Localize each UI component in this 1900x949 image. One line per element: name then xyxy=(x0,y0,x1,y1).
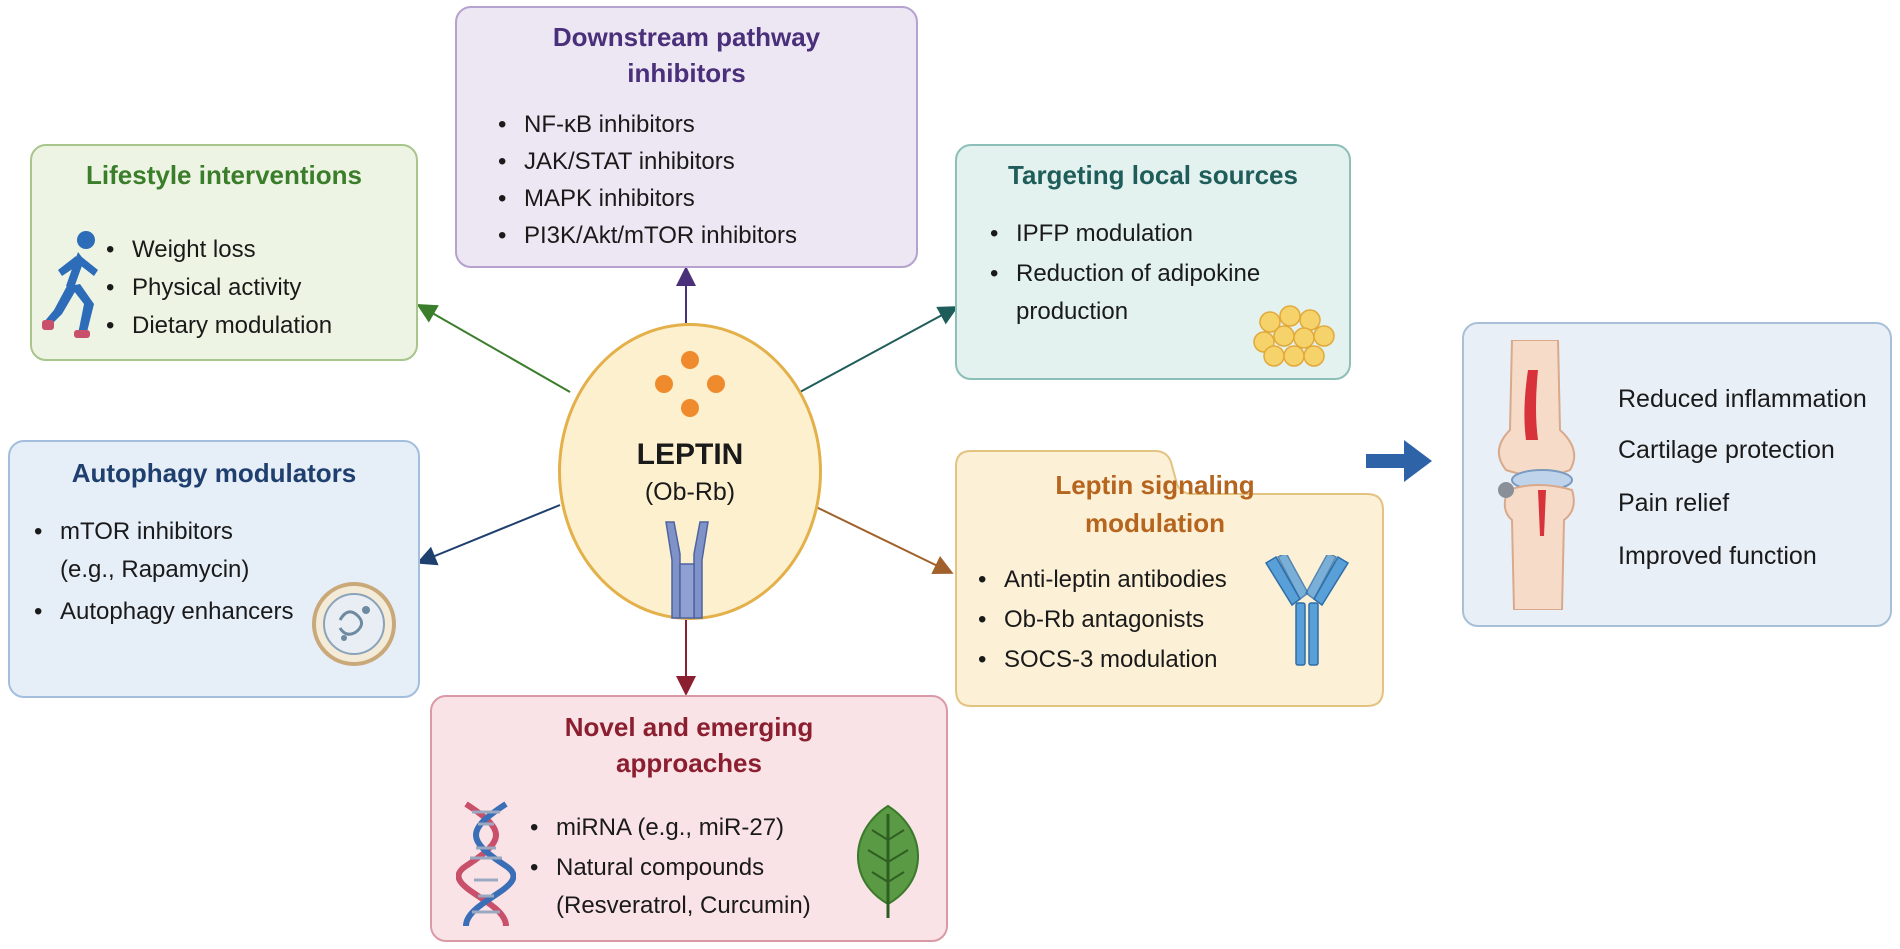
leptin-title: LEPTIN xyxy=(636,438,744,471)
dna-icon xyxy=(456,801,516,927)
local-item-1: •IPFP modulation xyxy=(990,220,1193,247)
signaling-item-2: •Ob-Rb antagonists xyxy=(978,606,1205,633)
antibody-icon xyxy=(1264,555,1350,666)
downstream-item-3: •MAPK inhibitors xyxy=(498,185,695,212)
novel-item-2b: (Resveratrol, Curcumin) xyxy=(556,892,811,919)
outcome-item-3: Pain relief xyxy=(1618,489,1730,517)
outcome-item-4: Improved function xyxy=(1618,542,1817,570)
novel-item-1: •miRNA (e.g., miR-27) xyxy=(530,814,785,841)
downstream-item-4: •PI3K/Akt/mTOR inhibitors xyxy=(498,222,797,249)
downstream-box xyxy=(455,6,918,268)
signaling-box xyxy=(955,450,1384,707)
big-outcome-arrow xyxy=(1366,440,1432,482)
fat-cells-icon xyxy=(1253,305,1335,367)
lifestyle-box xyxy=(30,144,418,361)
outcome-item-2: Cartilage protection xyxy=(1618,436,1835,464)
running-person-icon xyxy=(42,231,98,338)
autophagy-item-1: •mTOR inhibitors xyxy=(34,518,233,545)
autophagy-cell-icon xyxy=(312,582,396,666)
downstream-item-2: •JAK/STAT inhibitors xyxy=(498,148,735,175)
signaling-title-line1: Leptin signaling xyxy=(1055,470,1255,500)
novel-title-line1: Novel and emerging xyxy=(564,712,814,742)
novel-item-2: •Natural compounds xyxy=(530,854,765,881)
local-title: Targeting local sources xyxy=(1008,160,1298,190)
outcome-item-1: Reduced inflammation xyxy=(1618,385,1867,413)
arrow-to-local xyxy=(799,306,959,393)
arrow-to-signaling xyxy=(811,504,954,575)
novel-box xyxy=(430,695,948,942)
downstream-title-line2: inhibitors xyxy=(627,58,746,88)
lifestyle-item-1: •Weight loss xyxy=(106,236,256,263)
lifestyle-item-3: •Dietary modulation xyxy=(106,312,333,339)
downstream-title-line1: Downstream pathway xyxy=(552,22,821,52)
arrow-to-autophagy xyxy=(416,504,561,566)
leptin-subtitle: (Ob-Rb) xyxy=(644,478,736,506)
local-item-2: •Reduction of adipokine xyxy=(990,260,1261,287)
local-item-3: production xyxy=(1016,298,1129,325)
leptin-receptor-icon xyxy=(665,521,709,619)
leaf-icon xyxy=(857,804,919,918)
downstream-item-1: •NF-κB inhibitors xyxy=(498,111,695,138)
lifestyle-title: Lifestyle interventions xyxy=(86,160,362,190)
signaling-item-1: •Anti-leptin antibodies xyxy=(978,566,1227,593)
autophagy-item-2: •Autophagy enhancers xyxy=(34,598,294,625)
autophagy-title: Autophagy modulators xyxy=(71,458,357,488)
novel-title-line2: approaches xyxy=(616,748,762,778)
signaling-item-3: •SOCS-3 modulation xyxy=(978,646,1218,673)
arrow-to-lifestyle xyxy=(416,304,571,393)
leptin-molecule-icon xyxy=(655,351,725,417)
lifestyle-item-2: •Physical activity xyxy=(106,274,302,301)
signaling-title-line2: modulation xyxy=(1084,508,1226,538)
autophagy-item-1b: (e.g., Rapamycin) xyxy=(60,556,250,583)
knee-joint-icon xyxy=(1498,340,1576,610)
